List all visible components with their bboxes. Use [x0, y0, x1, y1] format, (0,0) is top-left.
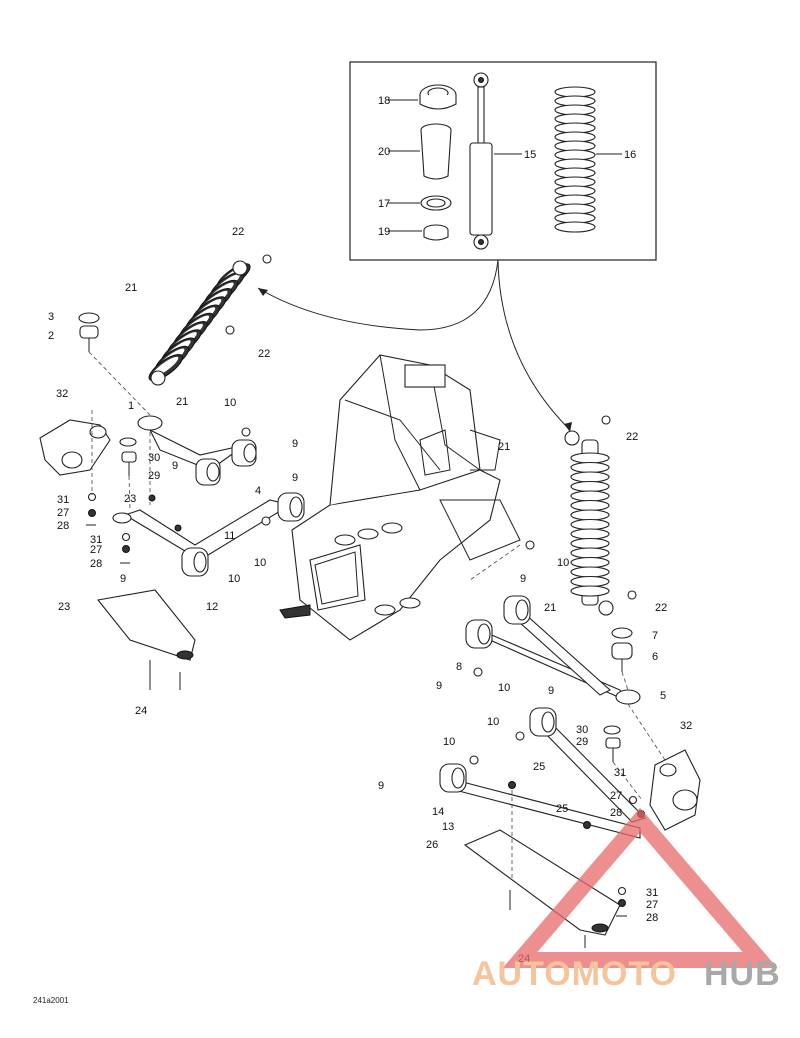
callout-label: 14 — [432, 806, 444, 818]
watermark-triangle — [502, 807, 778, 968]
callout-label: 10 — [443, 736, 455, 748]
callout-label: 32 — [680, 720, 692, 732]
callout-label: 5 — [660, 690, 666, 702]
ball-joint-part-2 — [78, 312, 100, 352]
assembly-dashed-lines — [88, 351, 666, 880]
watermark-logo: AUTOMOTO HUB — [472, 807, 781, 993]
ball-joint-part-29 — [119, 437, 137, 476]
watermark-text-part1: AUTOMOTO — [472, 955, 677, 993]
callout-label: 27 — [90, 544, 102, 556]
callout-label: 21 — [125, 282, 137, 294]
callout-label: 24 — [135, 705, 147, 717]
right-lower-a-arm — [439, 707, 647, 839]
shock-damper-part-15 — [469, 72, 493, 250]
bushing-part-19 — [423, 224, 449, 241]
callout-label: 31 — [614, 767, 626, 779]
callout-label: 31 — [646, 887, 658, 899]
callout-label: 27 — [646, 899, 658, 911]
callout-label: 28 — [57, 520, 69, 532]
washer-part-17 — [420, 195, 452, 211]
callout-label: 30 — [576, 724, 588, 736]
callout-label: 10 — [557, 557, 569, 569]
callout-label: 16 — [624, 149, 636, 161]
callout-label: 9 — [292, 438, 298, 450]
callout-label: 21 — [544, 602, 556, 614]
right-shock-assembly — [564, 430, 614, 616]
pointer-to-right-shock — [497, 259, 571, 431]
callout-label: 7 — [652, 630, 658, 642]
callout-label: 28 — [90, 558, 102, 570]
callout-label: 32 — [56, 388, 68, 400]
callout-label: 31 — [57, 494, 69, 506]
callout-label: 9 — [378, 780, 384, 792]
callout-label: 23 — [124, 493, 136, 505]
callout-label: 30 — [148, 452, 160, 464]
callout-label: 4 — [255, 485, 261, 497]
callout-label: 3 — [48, 311, 54, 323]
vehicle-frame — [279, 354, 521, 641]
callout-label: 9 — [292, 472, 298, 484]
callout-label: 18 — [378, 95, 390, 107]
right-upper-a-arm — [465, 595, 641, 705]
left-small-hardware — [86, 254, 272, 690]
callout-label: 9 — [120, 573, 126, 585]
callout-label: 2 — [48, 330, 54, 342]
callout-label: 27 — [57, 507, 69, 519]
callout-label: 21 — [498, 441, 510, 453]
right-knuckle-part-32 — [649, 749, 701, 831]
callout-label: 27 — [610, 790, 622, 802]
watermark-text-part2: HUB — [704, 955, 781, 993]
callout-label: 9 — [436, 680, 442, 692]
shock-detail-inset — [349, 61, 657, 261]
callout-label: 26 — [426, 839, 438, 851]
callout-label: 25 — [533, 761, 545, 773]
callout-label: 31 — [90, 534, 102, 546]
callout-label: 10 — [254, 557, 266, 569]
callout-label: 1 — [128, 400, 134, 412]
callout-label: 11 — [224, 530, 235, 542]
skid-plate-part-23 — [96, 589, 196, 661]
callout-label: 10 — [498, 682, 510, 694]
callout-label: 22 — [258, 348, 270, 360]
callout-label: 20 — [378, 146, 390, 158]
callout-label: 25 — [556, 803, 568, 815]
callout-label: 28 — [610, 807, 622, 819]
callout-label: 9 — [172, 460, 178, 472]
callout-label: 9 — [520, 573, 526, 585]
bump-sleeve-part-20 — [420, 123, 452, 180]
callout-label: 17 — [378, 198, 390, 210]
callout-label: 6 — [652, 651, 658, 663]
callout-label: 8 — [456, 661, 462, 673]
callout-label: 29 — [576, 736, 588, 748]
callout-label: 21 — [176, 396, 188, 408]
pointer-to-left-shock — [257, 259, 499, 331]
spring-seat-part-18 — [419, 84, 457, 110]
left-lower-a-arm — [112, 492, 305, 577]
callout-label: 10 — [224, 397, 236, 409]
callout-label: 15 — [524, 149, 536, 161]
callout-label: 19 — [378, 226, 390, 238]
coil-spring-part-16 — [554, 86, 596, 233]
ball-joint-part-29-right — [603, 725, 621, 762]
left-upper-a-arm — [137, 415, 257, 486]
callout-label: 10 — [487, 716, 499, 728]
figure-code: 241a2001 — [33, 996, 69, 1005]
callout-label: 23 — [58, 601, 70, 613]
callout-label: 10 — [228, 573, 240, 585]
left-knuckle-part-32 — [39, 419, 111, 476]
callout-label: 29 — [148, 470, 160, 482]
callout-label: 9 — [548, 685, 554, 697]
callout-label: 13 — [442, 821, 454, 833]
callout-label: 12 — [206, 601, 218, 613]
callout-label: 22 — [626, 431, 638, 443]
callout-label: 28 — [646, 912, 658, 924]
ball-joint-part-6 — [611, 627, 633, 672]
left-shock-assembly — [148, 260, 251, 386]
callout-label: 22 — [655, 602, 667, 614]
callout-label: 22 — [232, 226, 244, 238]
